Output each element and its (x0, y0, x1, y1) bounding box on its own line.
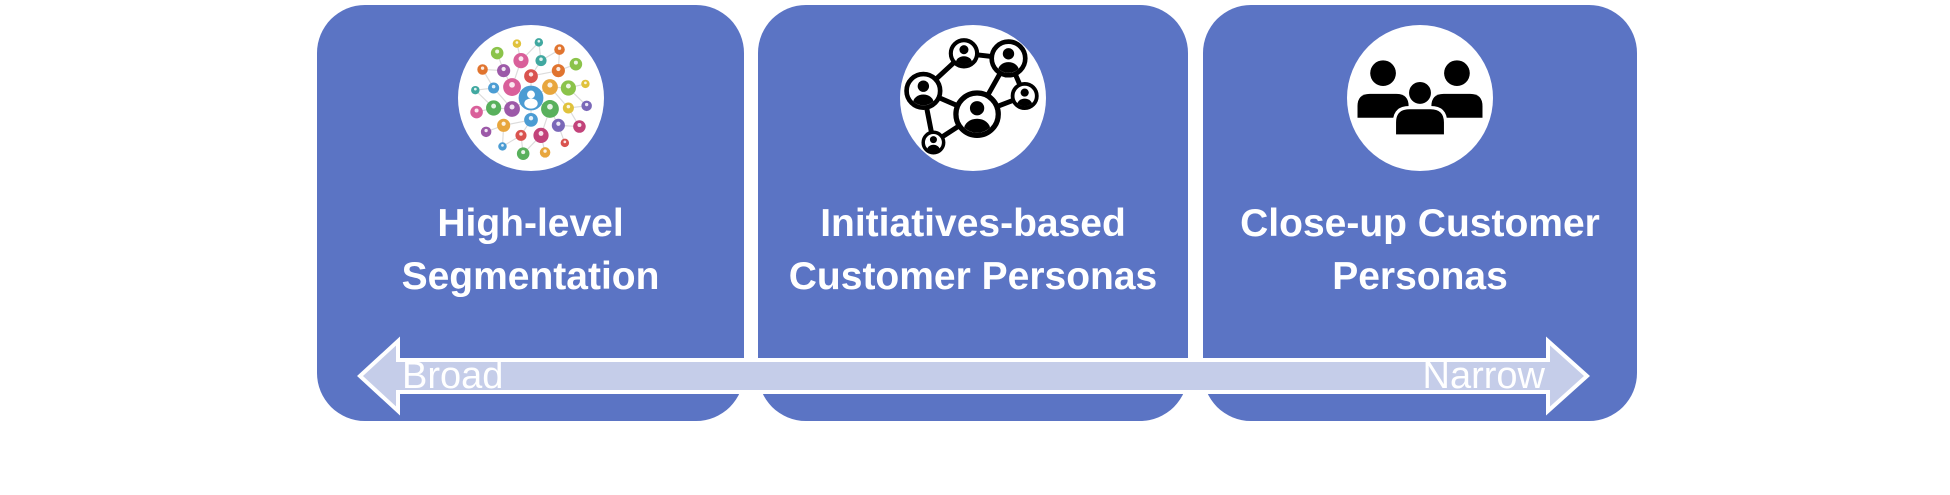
people-group-icon (1347, 25, 1493, 171)
card-title-line: Customer Personas (788, 255, 1158, 298)
card-title-line: Initiatives-based (820, 202, 1126, 245)
arrow-label-narrow: Narrow (1422, 355, 1545, 397)
card-title-line: High-level (437, 202, 624, 245)
segmentation-sphere-icon (457, 25, 604, 171)
card-close-up-personas: Close-up Customer Personas (1203, 5, 1637, 421)
card-title-line: Segmentation (401, 255, 660, 298)
card-title-line: Personas (1332, 255, 1508, 298)
arrow-label-broad: Broad (402, 355, 504, 397)
persona-network-icon (900, 25, 1046, 171)
card-initiatives-based-personas: Initiatives-based Customer Personas (758, 5, 1188, 421)
card-title: Close-up Customer Personas (1203, 197, 1637, 303)
broad-narrow-arrow (357, 336, 1590, 416)
card-title: High-level Segmentation (317, 197, 744, 303)
card-title: Initiatives-based Customer Personas (758, 197, 1188, 303)
card-title-line: Close-up Customer (1240, 202, 1600, 245)
